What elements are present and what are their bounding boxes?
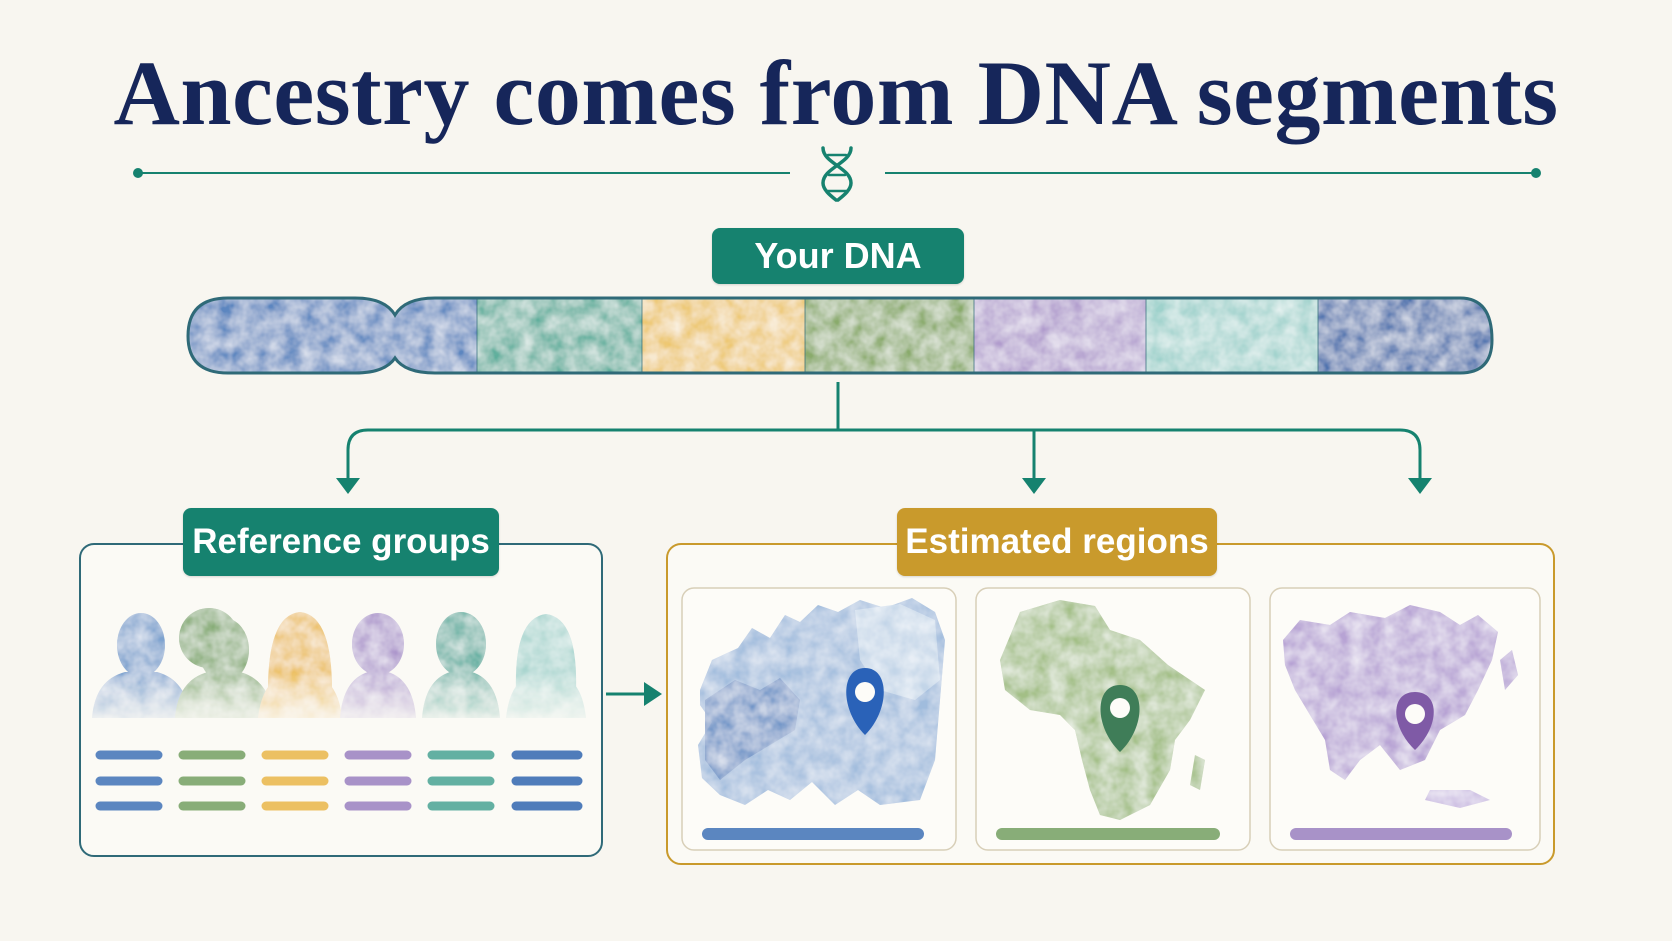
dna-segment [188,298,477,373]
dna-segment [642,298,805,373]
reference-people [92,608,586,718]
dna-segment [974,298,1146,373]
asia-map [1283,605,1518,808]
region-card-africa [975,587,1251,851]
region-card-europe [681,587,957,851]
dna-helix-icon [821,146,853,202]
reference-groups-label: Reference groups [183,508,499,576]
dna-segment [1318,298,1492,373]
region-card-asia [1269,587,1541,851]
estimated-regions-label: Estimated regions [897,508,1217,576]
dna-segment [477,298,642,373]
person-silhouette-icon [92,613,190,718]
dna-segment [805,298,974,373]
reference-bars [95,750,583,811]
person-silhouette-icon [340,613,416,718]
person-silhouette-icon [506,614,586,718]
branch-arrows [336,382,1432,706]
arrow-icon [1408,478,1432,494]
dna-segment [1146,298,1318,373]
person-silhouette-icon [175,608,273,718]
arrow-icon [1022,478,1046,494]
your-dna-label: Your DNA [712,228,964,284]
arrow-icon [336,478,360,494]
person-silhouette-icon [258,612,342,718]
title-divider [133,168,1541,178]
map-pin-icon [846,668,884,735]
chromosome-bar [186,296,1494,375]
map-pin-icon [1396,692,1434,750]
arrow-icon [644,682,662,706]
map-pin-icon [1100,685,1140,752]
person-silhouette-icon [422,612,500,718]
page-title: Ancestry comes from DNA segments [113,42,1559,144]
